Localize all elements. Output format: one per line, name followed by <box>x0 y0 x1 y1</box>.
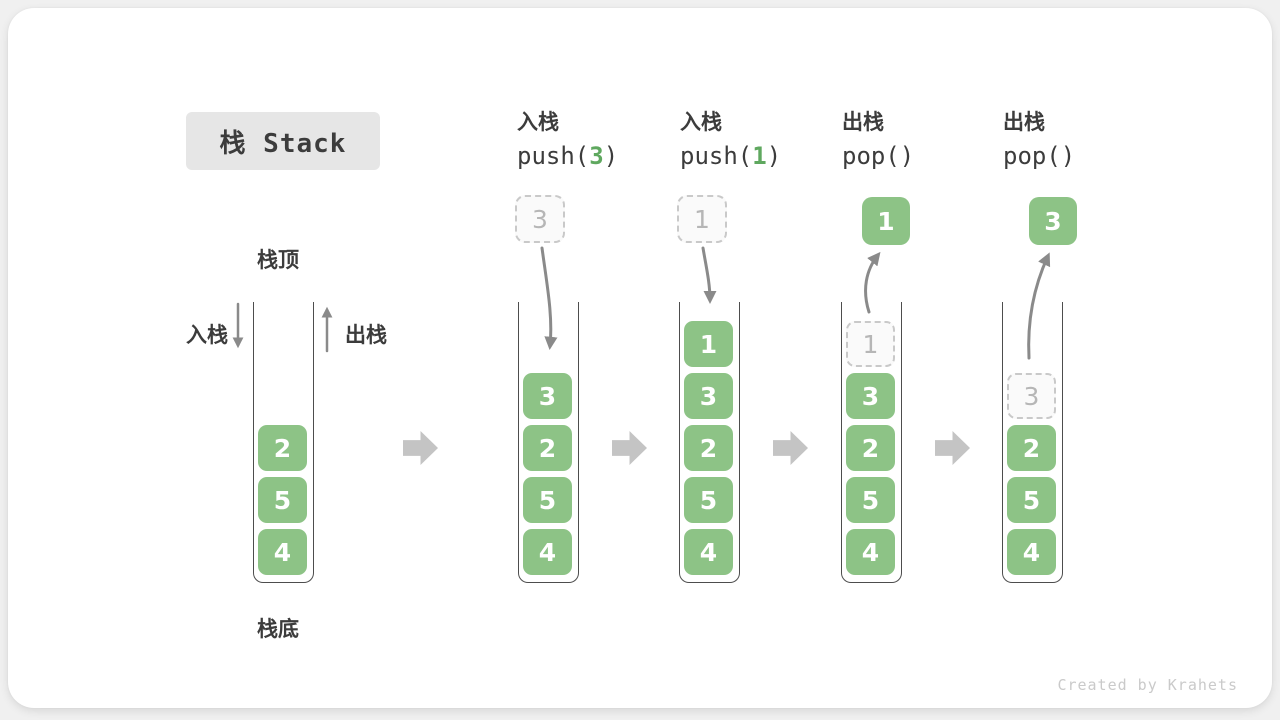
op-arg: 3 <box>589 142 604 170</box>
stack-item: 3 <box>684 373 733 419</box>
stack-item: 5 <box>258 477 307 523</box>
stack-item: 1 <box>684 321 733 367</box>
incoming-element-ghost: 1 <box>677 195 727 243</box>
stack-item: 2 <box>523 425 572 471</box>
op-caption-code: pop() <box>842 142 915 170</box>
op-caption-zh: 出栈 <box>842 110 884 134</box>
stack-item: 4 <box>523 529 572 575</box>
stack-container-4: 1 3 2 5 4 <box>841 302 902 583</box>
op-caption-code: push(1) <box>680 142 782 170</box>
op-caption-code: pop() <box>1003 142 1076 170</box>
incoming-element-ghost: 3 <box>515 195 565 243</box>
stack-item: 2 <box>1007 425 1056 471</box>
stack-bottom-label: 栈底 <box>257 617 299 641</box>
op-caption-push-1: 入栈 push(1) <box>680 106 830 173</box>
stack-item: 5 <box>1007 477 1056 523</box>
stack-item: 5 <box>523 477 572 523</box>
op-caption-push-3: 入栈 push(3) <box>517 106 667 173</box>
stack-item: 3 <box>523 373 572 419</box>
op-arg: 1 <box>752 142 767 170</box>
stack-container-5: 3 2 5 4 <box>1002 302 1063 583</box>
stack-container-3: 1 3 2 5 4 <box>679 302 740 583</box>
push-direction-label: 入栈 <box>186 323 228 347</box>
op-caption-zh: 入栈 <box>680 110 722 134</box>
stack-item: 5 <box>684 477 733 523</box>
stack-item: 2 <box>846 425 895 471</box>
stack-item: 4 <box>846 529 895 575</box>
stack-item: 2 <box>258 425 307 471</box>
op-caption-code: push(3) <box>517 142 619 170</box>
pop-direction-label: 出栈 <box>345 323 387 347</box>
popped-element: 1 <box>862 197 910 245</box>
removed-item-ghost: 3 <box>1007 373 1056 419</box>
stack-item: 4 <box>258 529 307 575</box>
op-caption-pop-3: 出栈 pop() <box>1003 106 1153 173</box>
op-caption-zh: 入栈 <box>517 110 559 134</box>
stack-item: 3 <box>846 373 895 419</box>
popped-element: 3 <box>1029 197 1077 245</box>
op-caption-zh: 出栈 <box>1003 110 1045 134</box>
stack-item: 4 <box>684 529 733 575</box>
stack-item: 4 <box>1007 529 1056 575</box>
stack-item: 5 <box>846 477 895 523</box>
diagram-title-text: 栈 Stack <box>219 128 347 159</box>
removed-item-ghost: 1 <box>846 321 895 367</box>
stack-top-label: 栈顶 <box>257 248 299 272</box>
stack-item: 2 <box>684 425 733 471</box>
stack-container-1: 2 5 4 <box>253 302 314 583</box>
op-caption-pop-1: 出栈 pop() <box>842 106 992 173</box>
diagram-title: 栈 Stack <box>186 112 380 170</box>
stack-container-2: 3 2 5 4 <box>518 302 579 583</box>
watermark: Created by Krahets <box>1057 676 1238 694</box>
